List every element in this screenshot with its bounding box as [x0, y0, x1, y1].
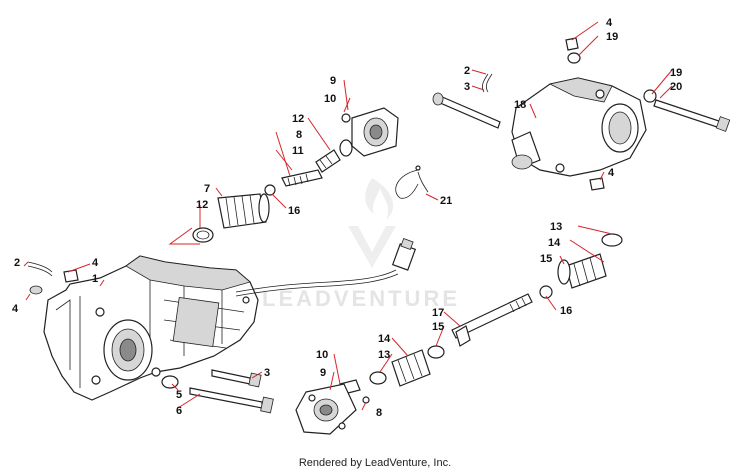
callout-label: 4	[12, 303, 19, 315]
right-driveshaft-group	[295, 233, 623, 435]
callout-label: 15	[432, 321, 444, 333]
watermark-text: LEADVENTURE	[262, 286, 460, 311]
callout-label: 8	[376, 407, 382, 419]
callout-label: 6	[176, 405, 182, 417]
callout-label: 11	[292, 145, 304, 157]
callout-label: 14	[378, 333, 391, 345]
front-gearcase	[43, 255, 259, 401]
callout-label: 19	[670, 67, 682, 79]
render-credit: Rendered by LeadVenture, Inc.	[298, 457, 452, 469]
leadventure-flame-logo	[348, 178, 396, 268]
callout-labels: 2 4 1 4 5 6 3 7 12 16 9 10 12 8 11 21 4 …	[12, 17, 682, 419]
leader-lines	[23, 21, 673, 411]
callout-label: 3	[464, 81, 470, 93]
callout-label: 13	[550, 221, 562, 233]
callout-label: 12	[292, 113, 304, 125]
left-driveshaft-group	[192, 107, 399, 243]
callout-label: 2	[14, 257, 20, 269]
rear-gearcase	[432, 37, 731, 191]
callout-label: 4	[606, 17, 613, 29]
callout-label: 1	[92, 273, 98, 285]
callout-label: 3	[264, 367, 270, 379]
callout-label: 9	[330, 75, 336, 87]
spring-clip	[395, 165, 429, 199]
callout-label: 14	[548, 237, 561, 249]
callout-label: 4	[92, 257, 99, 269]
callout-label: 12	[196, 199, 208, 211]
callout-label: 4	[608, 167, 615, 179]
callout-label: 19	[606, 31, 618, 43]
callout-label: 10	[324, 93, 336, 105]
callout-label: 13	[378, 349, 390, 361]
callout-label: 20	[670, 81, 682, 93]
mounting-bolts-front	[161, 369, 274, 414]
callout-label: 17	[432, 307, 444, 319]
callout-label: 9	[320, 367, 326, 379]
callout-label: 18	[514, 99, 526, 111]
callout-label: 16	[288, 205, 300, 217]
callout-label: 15	[540, 253, 552, 265]
breather-hose	[27, 261, 79, 295]
callout-label: 7	[204, 183, 210, 195]
callout-label: 5	[176, 389, 182, 401]
callout-label: 2	[464, 65, 470, 77]
watermark: LEADVENTURE	[262, 178, 460, 311]
callout-label: 10	[316, 349, 328, 361]
sensor-harness	[235, 238, 417, 297]
callout-label: 8	[296, 129, 302, 141]
callout-label: 16	[560, 305, 572, 317]
callout-label: 21	[440, 195, 452, 207]
